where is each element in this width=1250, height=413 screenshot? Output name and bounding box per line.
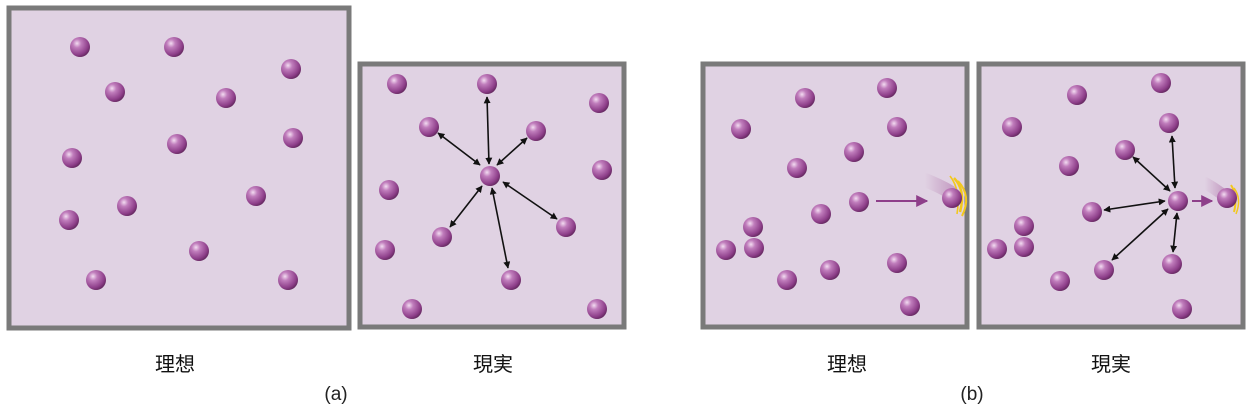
molecule [246, 186, 266, 206]
molecule [844, 142, 864, 162]
molecule [278, 270, 298, 290]
molecule [1151, 73, 1171, 93]
caption-real-a: 現実 [473, 352, 513, 376]
molecules [375, 74, 612, 319]
molecule [402, 299, 422, 319]
attraction-arrows [437, 96, 558, 269]
molecule [283, 128, 303, 148]
molecule [787, 158, 807, 178]
panel-real-b [976, 61, 1246, 330]
caption-ideal-a: 理想 [155, 352, 195, 376]
molecule [432, 227, 452, 247]
molecule [379, 180, 399, 200]
molecule [849, 192, 869, 212]
molecule [877, 78, 897, 98]
molecule [1082, 202, 1102, 222]
molecule [117, 196, 137, 216]
molecule [501, 270, 521, 290]
part-label-b: (b) [960, 384, 983, 405]
molecule [1014, 237, 1034, 257]
caption-ideal-b: 理想 [827, 352, 867, 376]
molecule [743, 217, 763, 237]
molecule [900, 296, 920, 316]
part-label-a: (a) [324, 384, 347, 405]
molecule [1059, 156, 1079, 176]
molecule [105, 82, 125, 102]
panel-ideal-a [6, 5, 352, 331]
molecule [387, 74, 407, 94]
molecule [526, 121, 546, 141]
panel-real-a [357, 61, 627, 330]
molecule [189, 241, 209, 261]
molecule [480, 166, 500, 186]
molecule [716, 240, 736, 260]
molecule [1162, 254, 1182, 274]
molecule [777, 270, 797, 290]
molecule [1014, 216, 1034, 236]
molecules [987, 73, 1237, 319]
molecule [1094, 260, 1114, 280]
molecule [1002, 117, 1022, 137]
molecule [477, 74, 497, 94]
container-box [976, 61, 1246, 330]
molecule [1172, 299, 1192, 319]
molecule [942, 188, 962, 208]
molecules [716, 78, 962, 316]
molecule [587, 299, 607, 319]
molecule [70, 37, 90, 57]
molecule [887, 117, 907, 137]
molecule [86, 270, 106, 290]
molecule [59, 210, 79, 230]
molecule [1067, 85, 1087, 105]
molecule [744, 238, 764, 258]
molecule [1217, 188, 1237, 208]
container-box [357, 61, 627, 330]
molecule [1159, 113, 1179, 133]
molecule [589, 93, 609, 113]
molecule [1168, 191, 1188, 211]
molecule [887, 253, 907, 273]
molecule [811, 204, 831, 224]
caption-real-b: 現実 [1091, 352, 1131, 376]
molecule [820, 260, 840, 280]
molecule [1050, 271, 1070, 291]
molecule [419, 117, 439, 137]
molecule [216, 88, 236, 108]
molecule [556, 217, 576, 237]
molecule [167, 134, 187, 154]
molecule [62, 148, 82, 168]
attraction-arrows [1103, 135, 1180, 261]
molecules [59, 37, 303, 290]
molecule [1115, 140, 1135, 160]
molecule [375, 240, 395, 260]
molecule [164, 37, 184, 57]
molecule [795, 88, 815, 108]
container-box [700, 61, 970, 330]
molecule [281, 59, 301, 79]
molecule [731, 119, 751, 139]
panel-ideal-b [700, 61, 970, 330]
molecule [987, 239, 1007, 259]
molecule [592, 160, 612, 180]
